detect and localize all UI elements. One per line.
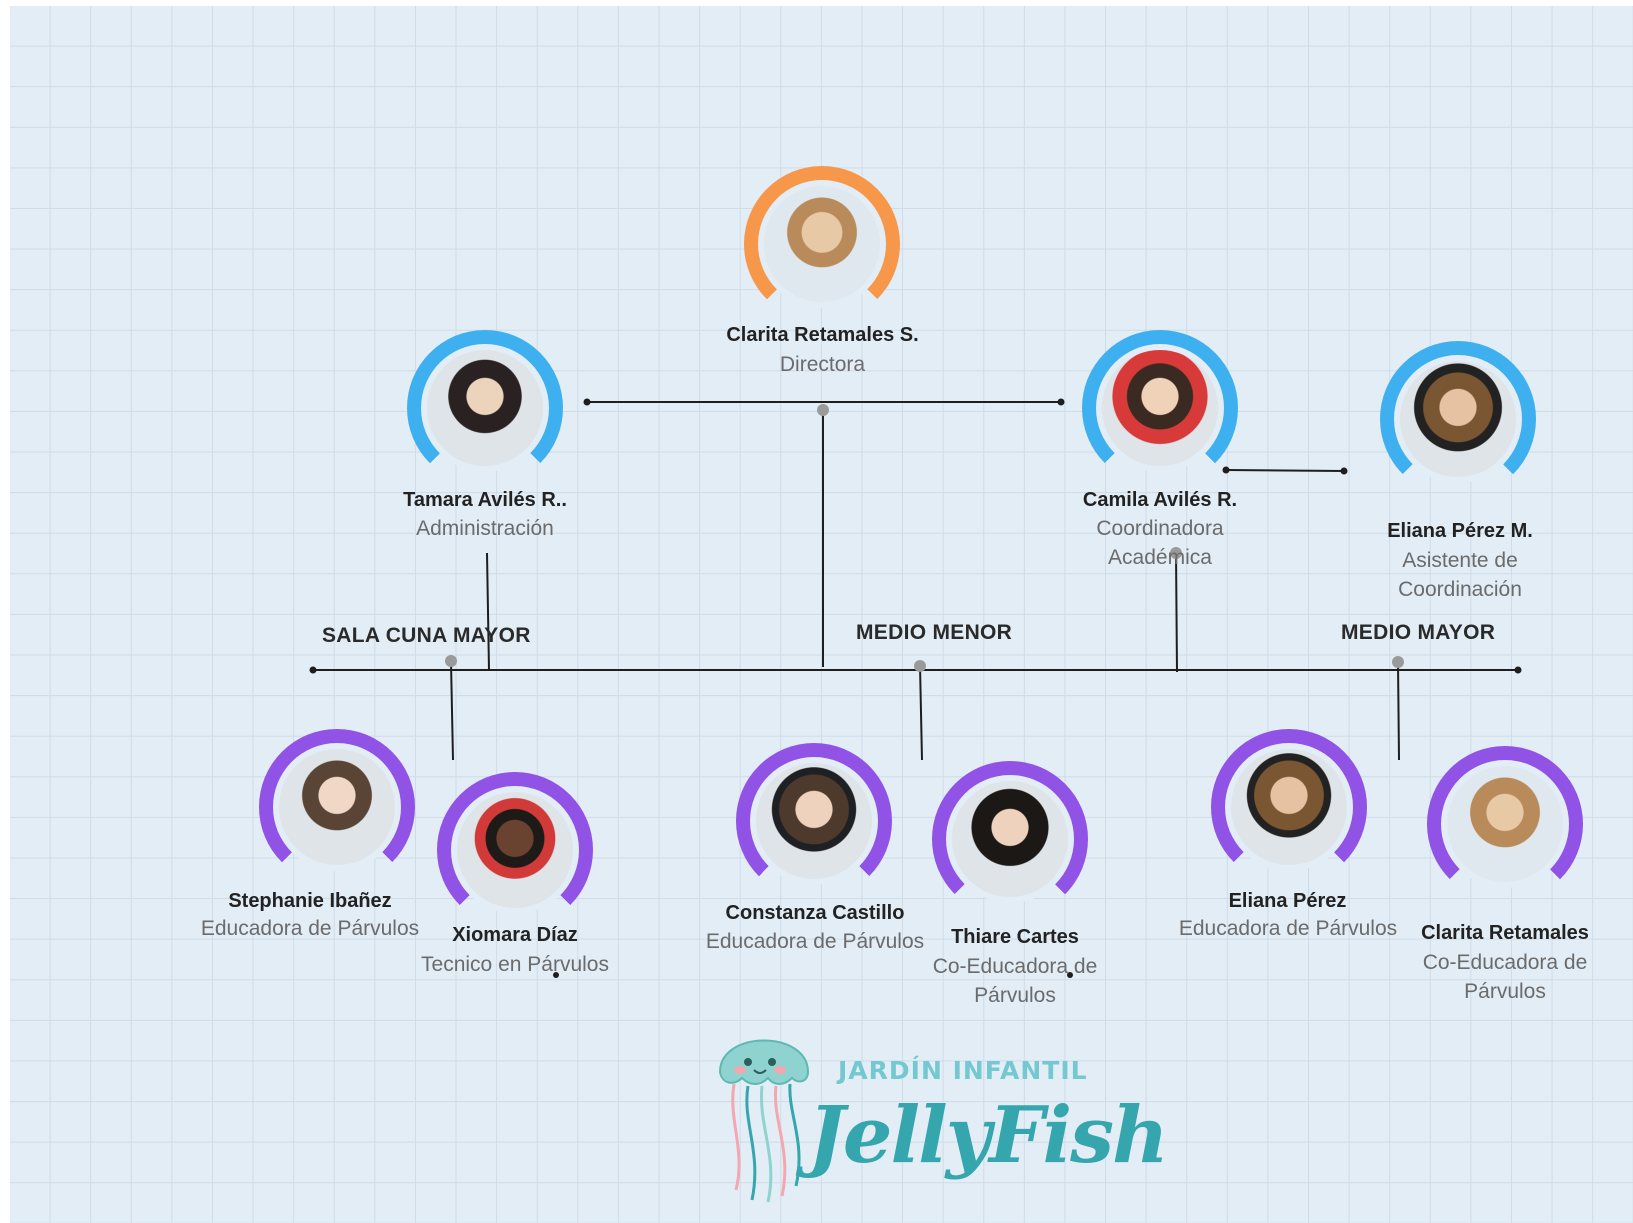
staff-role: Tecnico en Párvulos bbox=[421, 953, 609, 976]
staff-photo bbox=[952, 781, 1068, 897]
director-card bbox=[744, 166, 904, 376]
staff-card bbox=[1427, 746, 1587, 906]
admin-role: Administración bbox=[416, 517, 554, 540]
staff-photo bbox=[1447, 766, 1563, 882]
sala-cuna-drop-line bbox=[450, 661, 454, 761]
group-label-medio-menor: MEDIO MENOR bbox=[856, 621, 1013, 644]
staff-photo bbox=[279, 749, 395, 865]
coordinator-photo bbox=[1102, 350, 1218, 466]
staff-name: Stephanie Ibañez bbox=[228, 890, 392, 912]
director-name: Clarita Retamales S. bbox=[726, 324, 919, 346]
group-label-sala-cuna-mayor: SALA CUNA MAYOR bbox=[322, 624, 531, 647]
assistant-card bbox=[1380, 341, 1540, 501]
staff-photo bbox=[756, 763, 872, 879]
staff-photo bbox=[457, 792, 573, 908]
staff-role: Educadora de Párvulos bbox=[200, 917, 420, 940]
coordinator-name: Camila Avilés R. bbox=[1082, 489, 1238, 511]
staff-role: Educadora de Párvulos bbox=[705, 930, 925, 953]
staff-name: Constanza Castillo bbox=[725, 902, 905, 924]
medio-mayor-drop-line bbox=[1397, 661, 1400, 761]
staff-card bbox=[736, 743, 896, 903]
logo-title: JARDÍN INFANTIL bbox=[838, 1056, 1088, 1085]
staff-name: Eliana Pérez bbox=[1228, 890, 1347, 912]
staff-role: Co-Educadora de Párvulos bbox=[932, 955, 1098, 1007]
admin-card bbox=[407, 330, 567, 490]
staff-card bbox=[932, 761, 1092, 921]
director-photo bbox=[764, 186, 880, 302]
staff-role: Co-Educadora de Párvulos bbox=[1422, 951, 1588, 1003]
staff-name: Clarita Retamales bbox=[1421, 922, 1589, 944]
coordinator-card bbox=[1082, 330, 1242, 490]
admin-photo bbox=[427, 350, 543, 466]
staff-card bbox=[259, 729, 419, 889]
staff-card bbox=[1211, 729, 1371, 889]
director-role: Directora bbox=[779, 353, 866, 376]
admin-name: Tamara Avilés R.. bbox=[403, 489, 567, 511]
staff-name: Xiomara Díaz bbox=[452, 924, 578, 946]
medio-menor-drop-line bbox=[919, 664, 923, 761]
admin-vertical-line bbox=[486, 552, 490, 671]
logo-script: JellyFish bbox=[808, 1090, 1169, 1181]
coordinator-role: Coordinadora Académica bbox=[1096, 517, 1224, 569]
jellyfish-logo-icon bbox=[718, 1039, 810, 1203]
assistant-name: Eliana Pérez M. bbox=[1387, 520, 1533, 542]
coordinator-assistant-line bbox=[1225, 469, 1345, 472]
assistant-role: Asistente de Coordinación bbox=[1398, 549, 1522, 601]
coordinator-vertical-line bbox=[1175, 552, 1178, 673]
staff-name: Thiare Cartes bbox=[951, 926, 1079, 948]
group-label-medio-mayor: MEDIO MAYOR bbox=[1341, 621, 1496, 644]
assistant-photo bbox=[1400, 361, 1516, 477]
staff-role: Educadora de Párvulos bbox=[1178, 917, 1398, 940]
staff-card bbox=[437, 772, 597, 932]
staff-photo bbox=[1231, 749, 1347, 865]
